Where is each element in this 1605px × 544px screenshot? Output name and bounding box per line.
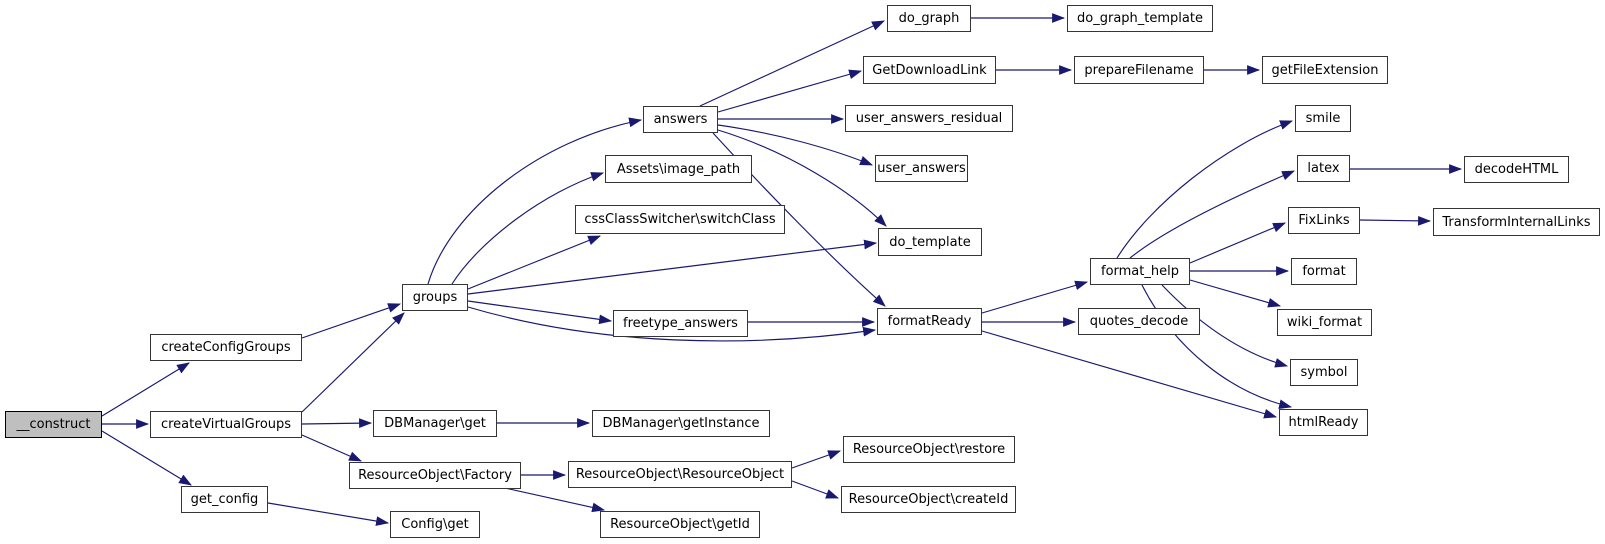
edge-answers-do_template: [717, 129, 887, 227]
edge-answers-getdownloadlink: [717, 69, 863, 113]
node-freetype_answers[interactable]: freetype_answers: [613, 310, 748, 337]
node-ro_createid[interactable]: ResourceObject\createId: [841, 486, 1016, 513]
node-groups[interactable]: groups: [402, 284, 468, 311]
node-ro_restore[interactable]: ResourceObject\restore: [843, 436, 1015, 463]
edge-ro_factory-ro_getid: [504, 487, 606, 513]
node-assets_image_path[interactable]: Assets\image_path: [605, 155, 752, 183]
node-preparefilename[interactable]: prepareFilename: [1074, 56, 1204, 84]
edge-format_help-latex: [1129, 170, 1295, 259]
edge-format_help-wiki_format: [1189, 279, 1282, 308]
node-createConfigGroups[interactable]: createConfigGroups: [150, 334, 302, 361]
node-dbmanager_getinstance[interactable]: DBManager\getInstance: [592, 410, 770, 437]
node-ro_getid[interactable]: ResourceObject\getId: [600, 511, 760, 538]
node-user_answers[interactable]: user_answers: [875, 155, 968, 182]
node-cssclass_switchclass[interactable]: cssClassSwitcher\switchClass: [575, 205, 785, 234]
node-getdownloadlink[interactable]: GetDownloadLink: [863, 56, 996, 84]
node-quotes_decode[interactable]: quotes_decode: [1078, 308, 1200, 335]
edge-ro_resourceobject-ro_createid: [791, 480, 840, 499]
edge-answers-user_answers: [717, 124, 874, 166]
edge-construct-get_config: [101, 430, 192, 486]
node-smile[interactable]: smile: [1295, 105, 1351, 132]
node-format_help[interactable]: format_help: [1090, 258, 1190, 285]
node-dbmanager_get[interactable]: DBManager\get: [373, 410, 497, 437]
edge-createVirtualGroups-ro_factory: [301, 434, 362, 462]
edge-groups-formatready: [467, 306, 877, 342]
edge-format_help-smile: [1116, 120, 1294, 259]
edge-groups-do_template: [467, 239, 878, 295]
node-user_answers_residual[interactable]: user_answers_residual: [845, 105, 1013, 132]
edge-createVirtualGroups-dbmanager_get: [301, 418, 373, 429]
node-answers[interactable]: answers: [643, 106, 718, 133]
edge-format_help-fixlinks: [1189, 222, 1286, 264]
node-do_graph[interactable]: do_graph: [887, 5, 971, 32]
node-config_get[interactable]: Config\get: [390, 511, 480, 538]
node-createVirtualGroups[interactable]: createVirtualGroups: [150, 411, 302, 438]
edge-ro_resourceobject-ro_restore: [791, 450, 842, 469]
node-latex[interactable]: latex: [1297, 155, 1350, 182]
node-ro_factory[interactable]: ResourceObject\Factory: [349, 462, 521, 489]
edge-fixlinks-transforminternallinks: [1359, 215, 1432, 226]
edge-formatready-htmlready: [981, 330, 1278, 419]
node-fixlinks[interactable]: FixLinks: [1288, 207, 1360, 234]
edge-groups-assets_image_path: [451, 172, 605, 285]
node-do_graph_template[interactable]: do_graph_template: [1067, 5, 1213, 32]
edge-createConfigGroups-groups: [301, 303, 402, 339]
edge-groups-freetype_answers: [467, 300, 613, 325]
node-construct: __construct: [5, 411, 102, 438]
edge-formatready-format_help: [981, 280, 1089, 314]
node-formatready[interactable]: formatReady: [877, 308, 982, 335]
edge-groups-answers: [427, 117, 643, 285]
edge-createVirtualGroups-groups: [301, 312, 405, 413]
edge-format_help-symbol: [1161, 284, 1289, 368]
node-ro_resourceobject[interactable]: ResourceObject\ResourceObject: [568, 461, 792, 488]
node-decodehtml[interactable]: decodeHTML: [1464, 156, 1569, 183]
node-wiki_format[interactable]: wiki_format: [1277, 309, 1372, 336]
edge-answers-do_graph: [699, 20, 885, 107]
node-format[interactable]: format: [1291, 258, 1357, 285]
edge-get_config-config_get: [267, 502, 390, 526]
edge-answers-formatready: [712, 132, 886, 307]
edge-format_help-htmlready: [1141, 284, 1293, 409]
node-htmlready[interactable]: htmlReady: [1279, 409, 1368, 436]
node-do_template[interactable]: do_template: [878, 228, 982, 256]
edge-groups-cssclass_switchclass: [467, 235, 602, 290]
node-getfileextension[interactable]: getFileExtension: [1262, 56, 1388, 84]
node-transforminternallinks[interactable]: TransformInternalLinks: [1433, 208, 1600, 236]
node-symbol[interactable]: symbol: [1290, 359, 1358, 386]
node-get_config[interactable]: get_config: [181, 486, 268, 513]
edge-construct-createConfigGroups: [101, 362, 190, 417]
